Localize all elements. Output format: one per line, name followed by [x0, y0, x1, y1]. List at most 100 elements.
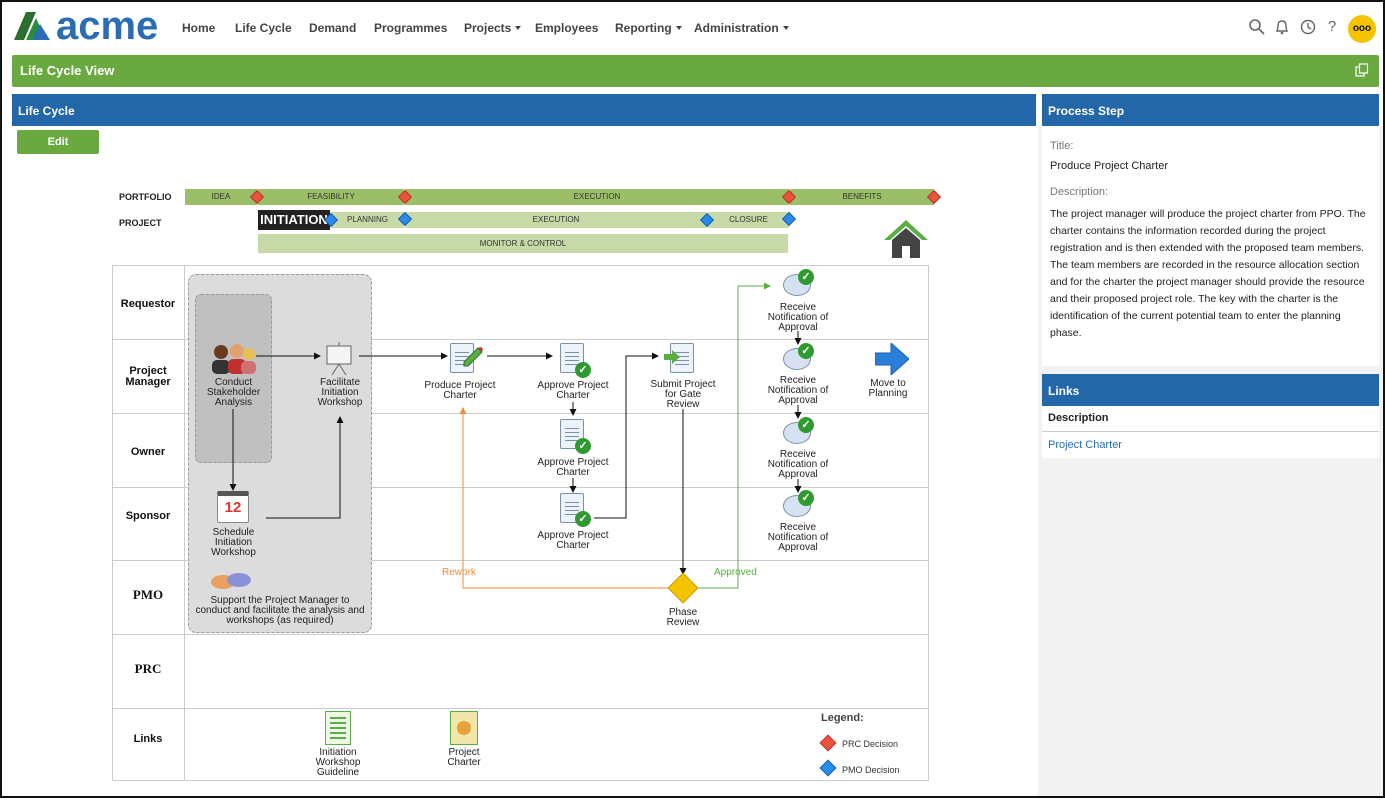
nav-administration[interactable]: Administration: [694, 21, 789, 35]
approved-label: Approved: [714, 567, 757, 578]
phase-monitor-control[interactable]: MONITOR & CONTROL: [258, 234, 788, 253]
lane-divider: [184, 265, 185, 781]
phase-execution-project[interactable]: EXECUTION: [405, 212, 707, 228]
user-avatar[interactable]: ooo: [1348, 15, 1376, 43]
legend-pmo: PMO Decision: [842, 765, 900, 775]
phase-benefits[interactable]: BENEFITS: [790, 189, 934, 205]
receive-notification-pm[interactable]: Receive Notification of Approval: [767, 375, 829, 406]
link-project-charter[interactable]: Project Charter: [447, 747, 481, 768]
home-icon[interactable]: [882, 218, 930, 260]
lane-line: [112, 708, 929, 709]
receive-notification-requestor[interactable]: Receive Notification of Approval: [767, 302, 829, 333]
receive-notification-owner[interactable]: Receive Notification of Approval: [767, 449, 829, 480]
check-icon: ✓: [798, 490, 814, 506]
copy-icon[interactable]: [1355, 63, 1369, 77]
lane-links: Links: [133, 733, 163, 745]
handshake-icon: [211, 573, 251, 589]
lane-prc: PRC: [134, 661, 162, 676]
legend-title: Legend:: [821, 712, 864, 724]
nav-reporting[interactable]: Reporting: [615, 21, 682, 35]
process-step-title: Produce Project Charter: [1050, 160, 1168, 172]
logo-wordmark: acme: [56, 4, 159, 48]
nav-life-cycle[interactable]: Life Cycle: [235, 21, 292, 35]
links-panel-header: Links: [1042, 374, 1379, 406]
check-icon: ✓: [798, 343, 814, 359]
lane-sponsor: Sponsor: [125, 510, 171, 522]
page-title: Life Cycle View: [20, 63, 115, 78]
top-navbar: acme Home Life Cycle Demand Programmes P…: [4, 4, 1383, 50]
bell-icon[interactable]: [1273, 18, 1291, 36]
produce-project-charter[interactable]: Produce Project Charter: [424, 380, 496, 401]
lane-line: [112, 339, 929, 340]
lane-requestor: Requestor: [120, 298, 176, 310]
help-icon[interactable]: ?: [1327, 18, 1337, 35]
receive-notification-sponsor[interactable]: Receive Notification of Approval: [767, 522, 829, 553]
nav-employees[interactable]: Employees: [535, 21, 599, 35]
project-row-label: PROJECT: [119, 218, 162, 228]
description-label: Description:: [1050, 186, 1109, 198]
move-to-planning[interactable]: Move to Planning: [868, 378, 908, 399]
people-icon: [212, 344, 256, 374]
arrow-right-icon: [664, 350, 680, 364]
lane-owner: Owner: [130, 446, 166, 458]
phase-execution-portfolio[interactable]: EXECUTION: [405, 189, 789, 205]
phase-closure[interactable]: CLOSURE: [708, 212, 789, 228]
submit-project-for-gate-review[interactable]: Submit Project for Gate Review: [650, 379, 716, 410]
approve-project-charter-owner[interactable]: Approve Project Charter: [537, 457, 609, 478]
search-icon[interactable]: [1248, 18, 1266, 36]
document-icon: [560, 419, 584, 449]
check-icon: ✓: [798, 417, 814, 433]
title-label: Title:: [1050, 140, 1074, 152]
check-icon: ✓: [575, 511, 591, 527]
page-title-bar: Life Cycle View: [12, 55, 1379, 87]
calendar-icon: 12: [217, 491, 249, 523]
clock-icon[interactable]: [1299, 18, 1317, 36]
portfolio-row-label: PORTFOLIO: [119, 192, 172, 202]
conduct-stakeholder-analysis[interactable]: Conduct Stakeholder Analysis: [206, 377, 261, 408]
check-icon: ✓: [575, 362, 591, 378]
nav-programmes[interactable]: Programmes: [374, 21, 448, 35]
acme-logo-mark-icon: [14, 12, 50, 40]
phase-initiation[interactable]: INITIATION: [258, 210, 330, 230]
links-panel: Description Project Charter: [1042, 406, 1379, 458]
calendar-day: 12: [224, 499, 242, 516]
phase-review[interactable]: Phase Review: [666, 607, 700, 628]
rework-label: Rework: [442, 567, 476, 578]
charter-document-icon[interactable]: [450, 711, 478, 745]
links-column-header: Description: [1048, 412, 1109, 424]
guideline-document-icon[interactable]: [325, 711, 351, 745]
divider: [1042, 431, 1379, 432]
approve-project-charter-sponsor[interactable]: Approve Project Charter: [537, 530, 609, 551]
schedule-initiation-workshop[interactable]: Schedule Initiation Workshop: [211, 527, 256, 558]
process-step-description: The project manager will produce the pro…: [1050, 208, 1366, 339]
edit-button[interactable]: Edit: [17, 130, 99, 154]
move-arrow-icon: [875, 343, 909, 375]
process-step-panel: Title: Produce Project Charter Descripti…: [1042, 126, 1379, 366]
lane-line: [112, 413, 929, 414]
support-project-manager[interactable]: Support the Project Manager to conduct a…: [195, 595, 365, 626]
nav-home[interactable]: Home: [182, 21, 216, 35]
approve-project-charter-pm[interactable]: Approve Project Charter: [537, 380, 609, 401]
process-step-header: Process Step: [1042, 94, 1379, 126]
check-icon: ✓: [798, 269, 814, 285]
acme-logo[interactable]: acme: [14, 4, 174, 48]
lane-project-manager: Project Manager: [125, 365, 171, 388]
lane-pmo: PMO: [132, 587, 164, 602]
presentation-board-icon: [326, 342, 352, 376]
facilitate-initiation-workshop[interactable]: Facilitate Initiation Workshop: [317, 377, 363, 408]
phase-planning[interactable]: PLANNING: [331, 212, 404, 228]
phase-feasibility[interactable]: FEASIBILITY: [258, 189, 404, 205]
lane-line: [112, 634, 929, 635]
pencil-icon: [463, 347, 483, 367]
links-project-charter[interactable]: Project Charter: [1048, 439, 1122, 451]
nav-demand[interactable]: Demand: [309, 21, 357, 35]
nav-projects[interactable]: Projects: [464, 21, 521, 35]
link-initiation-workshop-guideline[interactable]: Initiation Workshop Guideline: [315, 747, 361, 778]
phase-idea[interactable]: IDEA: [185, 189, 257, 205]
lane-line: [112, 560, 929, 561]
legend-prc: PRC Decision: [842, 739, 899, 749]
swimlane-grid: [112, 265, 929, 781]
lifecycle-panel-header: Life Cycle: [12, 94, 1036, 126]
